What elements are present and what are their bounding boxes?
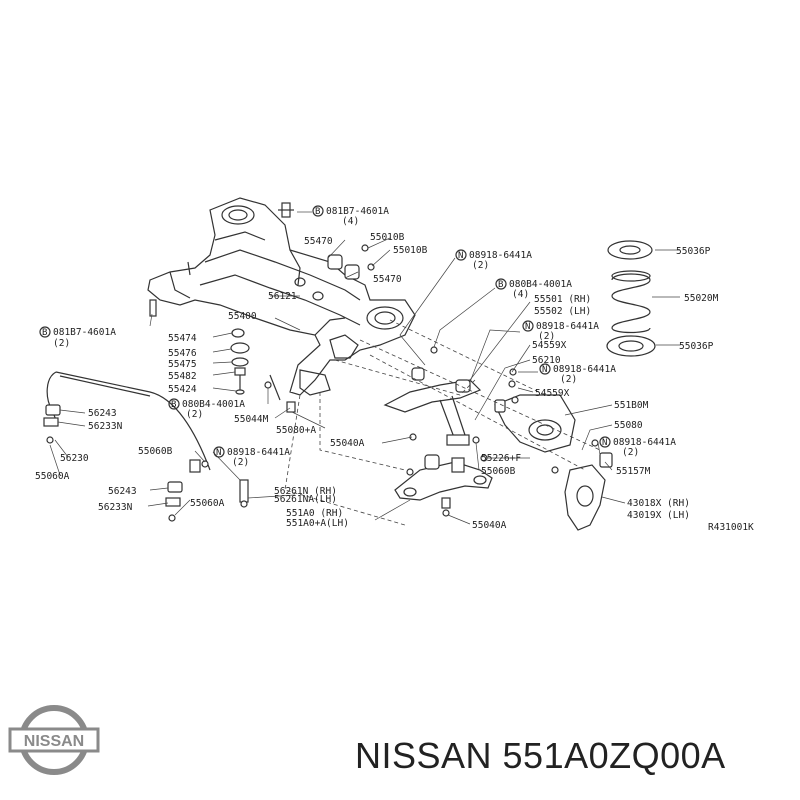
label-55036p-bottom: 55036P <box>679 341 714 352</box>
label-55470-b: 55470 <box>373 274 402 285</box>
subframe-drawing <box>147 197 416 396</box>
label-551a0-a-lh: 551A0+A(LH) <box>286 518 349 529</box>
label-081b7-4601a-top: 081B7-4601A <box>326 206 389 217</box>
label-55501-rh: 55501 (RH) <box>534 294 591 305</box>
label-56243-a: 56243 <box>88 408 117 419</box>
label-qty-2-left: (2) <box>53 338 70 349</box>
part-number-title: NISSAN 551A0ZQ00A <box>355 735 726 776</box>
nissan-logo: NISSAN <box>8 705 100 775</box>
label-55502-lh: 55502 (LH) <box>534 306 591 317</box>
label-qty-2-b: (2) <box>538 331 555 342</box>
label-56261n-rh: 56261N (RH) <box>274 486 337 497</box>
svg-text:N: N <box>216 448 221 458</box>
label-55470-a: 55470 <box>304 236 333 247</box>
label-55060a-b: 55060A <box>190 498 225 509</box>
label-55080: 55080 <box>614 420 643 431</box>
svg-text:N: N <box>602 438 607 448</box>
label-080b4-4001a-b: 080B4-4001A <box>182 399 245 410</box>
label-08918-6441a-d: 08918-6441A <box>613 437 676 448</box>
label-080b4-4001a-a: 080B4-4001A <box>509 279 572 290</box>
label-qty-2-a: (2) <box>472 260 489 271</box>
label-55044m: 55044M <box>234 414 269 425</box>
svg-text:B: B <box>42 328 47 338</box>
label-56210: 56210 <box>532 355 561 366</box>
label-55010b-b: 55010B <box>393 245 428 256</box>
knuckle <box>551 452 613 531</box>
label-551b0m: 551B0M <box>614 400 649 411</box>
assembly-lines <box>284 319 601 526</box>
label-55475: 55475 <box>168 359 197 370</box>
front-link <box>383 367 482 446</box>
svg-text:N: N <box>542 365 547 375</box>
label-qty-4-top: (4) <box>342 216 359 227</box>
label-56243-b: 56243 <box>108 486 137 497</box>
lower-link <box>394 454 493 517</box>
label-08918-6441a-c: 08918-6441A <box>553 364 616 375</box>
nissan-logo-text: NISSAN <box>24 733 84 750</box>
label-08918-6441a-e: 08918-6441A <box>227 447 290 458</box>
svg-text:N: N <box>525 322 530 332</box>
label-551a0-rh: 551A0 (RH) <box>286 508 343 519</box>
diagram-svg: B 081B7-4601A (4) 55470 55010B 55010B 55… <box>35 197 754 533</box>
label-54559x-a: 54559X <box>532 340 567 351</box>
label-55060b-a: 55060B <box>138 446 173 457</box>
svg-text:B: B <box>171 400 176 410</box>
label-55080-a: 55080+A <box>276 425 316 436</box>
label-55424: 55424 <box>168 384 197 395</box>
label-08918-6441a-b: 08918-6441A <box>536 321 599 332</box>
label-qty-2-c: (2) <box>560 374 577 385</box>
stabilizer-bar <box>43 371 249 522</box>
label-55060b-b: 55060B <box>481 466 516 477</box>
svg-text:B: B <box>498 280 503 290</box>
label-qty-2-f: (2) <box>232 457 249 468</box>
label-55040a-b: 55040A <box>472 520 507 531</box>
diagram-ref-code: R431001K <box>708 522 754 533</box>
label-55474: 55474 <box>168 333 197 344</box>
label-081b7-4601a-left: 081B7-4601A <box>53 327 116 338</box>
mount-stack <box>230 328 296 413</box>
label-08918-6441a-a: 08918-6441A <box>469 250 532 261</box>
svg-text:N: N <box>458 251 463 261</box>
label-55010b-a: 55010B <box>370 232 405 243</box>
leader-lines <box>49 211 680 525</box>
label-56261na-lh: 56261NA(LH) <box>274 494 337 505</box>
label-55157m: 55157M <box>616 466 651 477</box>
label-56233n-b: 56233N <box>98 502 133 513</box>
callout-labels: B 081B7-4601A (4) 55470 55010B 55010B 55… <box>35 205 754 533</box>
coil-spring-group <box>606 240 656 357</box>
label-55482: 55482 <box>168 371 197 382</box>
upper-link <box>494 394 576 453</box>
label-56230: 56230 <box>60 453 89 464</box>
label-43019x-lh: 43019X (LH) <box>627 510 690 521</box>
label-55476: 55476 <box>168 348 197 359</box>
label-qty-4-b: (4) <box>512 289 529 300</box>
label-56121: 56121 <box>268 291 297 302</box>
label-qty-2-d: (2) <box>186 409 203 420</box>
svg-text:B: B <box>315 207 320 217</box>
label-56233n-a: 56233N <box>88 421 123 432</box>
label-55040a-a: 55040A <box>330 438 365 449</box>
label-55036p-top: 55036P <box>676 246 711 257</box>
label-qty-2-e: (2) <box>622 447 639 458</box>
label-55020m: 55020M <box>684 293 719 304</box>
label-55226-f: 55226+F <box>481 453 521 464</box>
label-55400: 55400 <box>228 311 257 322</box>
label-43018x-rh: 43018X (RH) <box>627 498 690 509</box>
label-55060a-a: 55060A <box>35 471 70 482</box>
label-54559x-b: 54559X <box>535 388 570 399</box>
subframe-bolts <box>149 202 375 317</box>
